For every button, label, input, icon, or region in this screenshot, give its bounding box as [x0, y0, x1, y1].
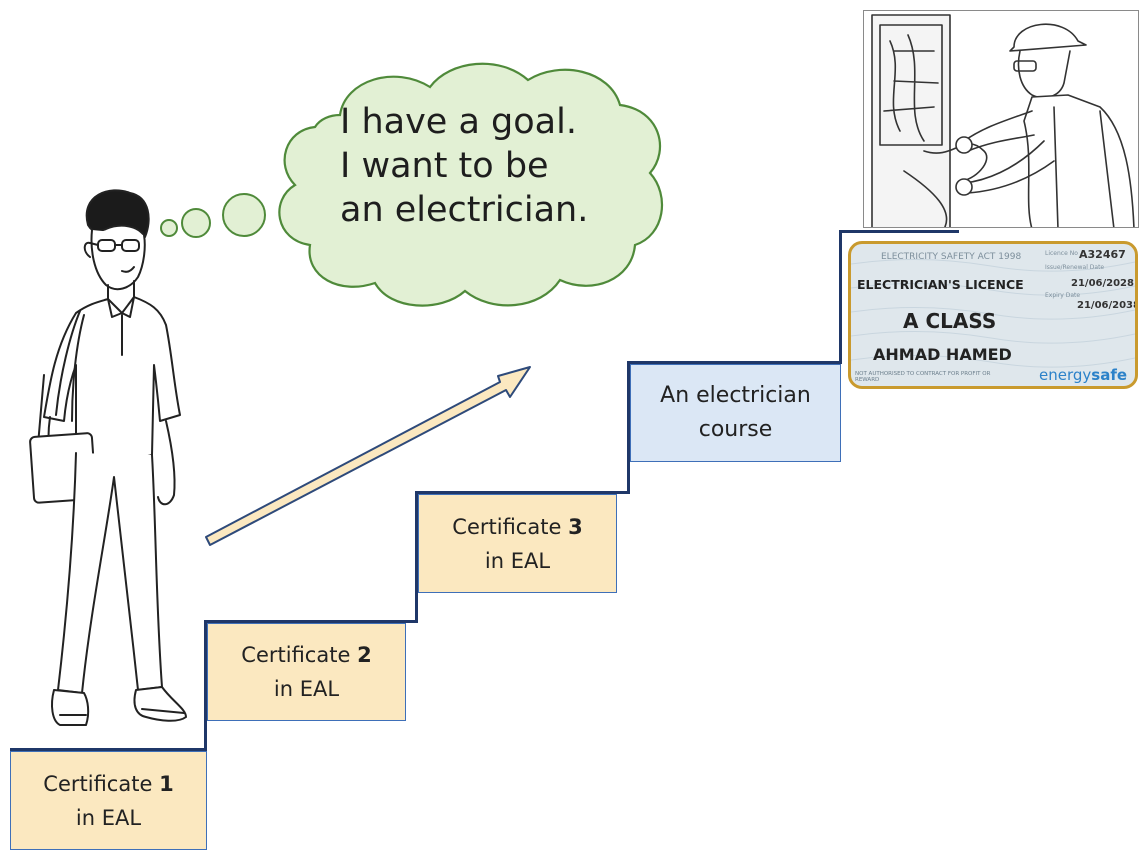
licence-expiry-label: Expiry Date — [1045, 292, 1081, 299]
stair-riser-1 — [204, 620, 207, 751]
electrician-illustration — [863, 10, 1139, 228]
licence-class: A CLASS — [903, 309, 997, 333]
licence-act: ELECTRICITY SAFETY ACT 1998 — [881, 252, 1022, 262]
licence-title: ELECTRICIAN'S LICENCE — [857, 277, 1024, 292]
thought-dots — [160, 193, 266, 238]
stair-tread-3 — [415, 491, 630, 494]
step-1-prefix: Certificate — [43, 771, 160, 796]
step-3-prefix: Certificate — [452, 514, 569, 539]
electrician-licence-card: ELECTRICITY SAFETY ACT 1998 Licence No A… — [848, 241, 1138, 389]
thought-cloud — [278, 62, 664, 307]
licence-number: A32467 — [1079, 248, 1126, 261]
licence-brand-a: energy — [1039, 366, 1092, 384]
stair-tread-2 — [204, 620, 418, 623]
licence-expiry-date: 21/06/2038 — [1077, 300, 1138, 311]
step-certificate-1: Certificate 1 in EAL — [10, 751, 207, 850]
stair-tread-1 — [10, 748, 206, 751]
stair-riser-3 — [627, 361, 630, 494]
licence-holder-name: AHMAD HAMED — [873, 345, 1012, 364]
thought-line-1: I have a goal. — [340, 102, 577, 142]
student-illustration — [29, 189, 187, 726]
progress-arrow — [205, 366, 531, 546]
step-1-line-1: Certificate 1 — [43, 767, 173, 801]
step-2-suffix: in EAL — [273, 677, 340, 701]
step-4-line-2: course — [698, 417, 773, 442]
stair-riser-2 — [415, 491, 418, 623]
step-3-line-1: Certificate 3 — [452, 510, 582, 544]
step-2-prefix: Certificate — [241, 643, 358, 667]
step-electrician-course: An electrician course — [630, 364, 841, 462]
stair-tread-4 — [627, 361, 842, 364]
step-2-line-1: Certificate 2 — [241, 638, 371, 672]
thought-line-3: an electrician. — [340, 190, 589, 230]
step-3-suffix: in EAL — [484, 548, 551, 573]
licence-issue-label: Issue/Renewal Date — [1045, 264, 1105, 271]
step-certificate-2: Certificate 2 in EAL — [207, 623, 406, 721]
licence-number-label: Licence No — [1045, 250, 1078, 257]
licence-watermark — [851, 258, 1135, 368]
step-1-number: 1 — [159, 771, 174, 796]
step-2-number: 2 — [357, 643, 372, 667]
thought-text: I have a goal. I want to be an electrici… — [340, 100, 640, 232]
stair-riser-4 — [839, 230, 842, 364]
step-3-number: 3 — [568, 514, 583, 539]
step-certificate-3: Certificate 3 in EAL — [418, 494, 617, 593]
licence-notice: NOT AUTHORISED TO CONTRACT FOR PROFIT OR… — [855, 371, 991, 383]
step-1-suffix: in EAL — [75, 805, 142, 830]
stair-tread-5 — [839, 230, 959, 233]
step-4-line-1: An electrician — [660, 383, 811, 408]
licence-brand: energysafe — [1039, 366, 1127, 384]
licence-brand-b: safe — [1091, 366, 1128, 384]
thought-line-2: I want to be — [340, 146, 549, 186]
licence-issue-date: 21/06/2028 — [1071, 278, 1134, 289]
